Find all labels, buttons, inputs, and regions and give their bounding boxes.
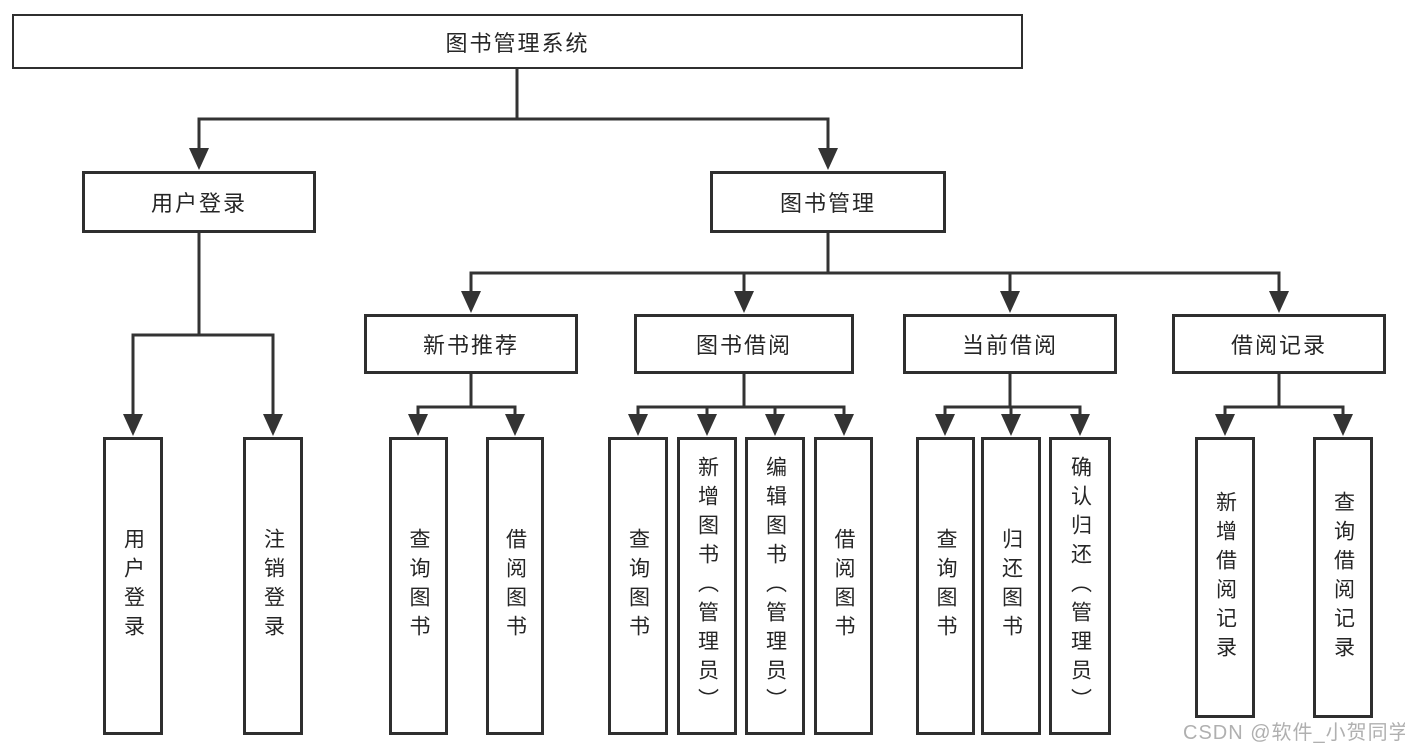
arrowhead <box>123 414 143 436</box>
leaf-query-book-2: 查询图书 <box>608 437 668 735</box>
leaf-label: 编辑图书（管理员） <box>763 455 787 717</box>
node-library-management-system: 图书管理系统 <box>12 14 1023 69</box>
leaf-query-book-1: 查询图书 <box>389 437 448 735</box>
leaf-confirm-return-admin: 确认归还（管理员） <box>1049 437 1111 735</box>
leaf-user-login: 用户登录 <box>103 437 163 735</box>
arrowhead <box>1269 291 1289 313</box>
connector-user-login-bar <box>131 333 275 418</box>
arrowhead <box>1070 414 1090 436</box>
arrowhead <box>697 414 717 436</box>
node-new-book-recommend: 新书推荐 <box>364 314 578 374</box>
node-current-borrow: 当前借阅 <box>903 314 1117 374</box>
arrowhead <box>935 414 955 436</box>
leaf-label: 借阅图书 <box>503 528 527 644</box>
leaf-label: 查询图书 <box>626 528 650 644</box>
arrowhead <box>461 291 481 313</box>
node-book-management: 图书管理 <box>710 171 946 233</box>
arrowhead <box>834 414 854 436</box>
leaf-query-borrow-record: 查询借阅记录 <box>1313 437 1373 718</box>
leaf-return-book: 归还图书 <box>981 437 1041 735</box>
leaf-label: 归还图书 <box>999 528 1023 644</box>
connector-bookborrow-bar <box>636 405 846 418</box>
arrowhead <box>1215 414 1235 436</box>
node-user-login: 用户登录 <box>82 171 316 233</box>
connector-records-bar <box>1223 405 1345 418</box>
leaf-add-book-admin: 新增图书（管理员） <box>677 437 737 735</box>
leaf-label: 确认归还（管理员） <box>1068 455 1092 717</box>
leaf-label: 注销登录 <box>261 528 285 644</box>
arrowhead <box>408 414 428 436</box>
leaf-label: 查询图书 <box>407 528 430 644</box>
leaf-label: 借阅图书 <box>832 528 855 644</box>
arrowhead <box>189 148 209 170</box>
connector-level3-bar <box>469 271 1281 295</box>
connector-currentborrow-bar <box>943 405 1082 418</box>
watermark-text: CSDN @软件_小贺同学 <box>1183 722 1405 744</box>
leaf-add-borrow-record: 新增借阅记录 <box>1195 437 1255 718</box>
arrowhead <box>734 291 754 313</box>
leaf-query-book-3: 查询图书 <box>916 437 975 735</box>
arrowhead <box>263 414 283 436</box>
leaf-label: 新增借阅记录 <box>1213 490 1237 665</box>
leaf-label: 查询图书 <box>934 528 957 644</box>
leaf-borrow-book-1: 借阅图书 <box>486 437 544 735</box>
connector-level2-bar <box>197 117 830 152</box>
leaf-edit-book-admin: 编辑图书（管理员） <box>745 437 805 735</box>
leaf-borrow-book-2: 借阅图书 <box>814 437 873 735</box>
leaf-logout: 注销登录 <box>243 437 303 735</box>
arrowhead <box>1333 414 1353 436</box>
leaf-label: 新增图书（管理员） <box>695 455 719 717</box>
leaf-label: 查询借阅记录 <box>1331 490 1355 665</box>
arrowhead <box>765 414 785 436</box>
arrowhead <box>1000 291 1020 313</box>
arrowhead <box>818 148 838 170</box>
node-borrow-records: 借阅记录 <box>1172 314 1386 374</box>
leaf-label: 用户登录 <box>121 528 145 644</box>
connector-newbook-bar <box>416 405 517 418</box>
arrowhead <box>1001 414 1021 436</box>
node-book-borrow: 图书借阅 <box>634 314 854 374</box>
arrowhead <box>505 414 525 436</box>
arrowhead <box>628 414 648 436</box>
